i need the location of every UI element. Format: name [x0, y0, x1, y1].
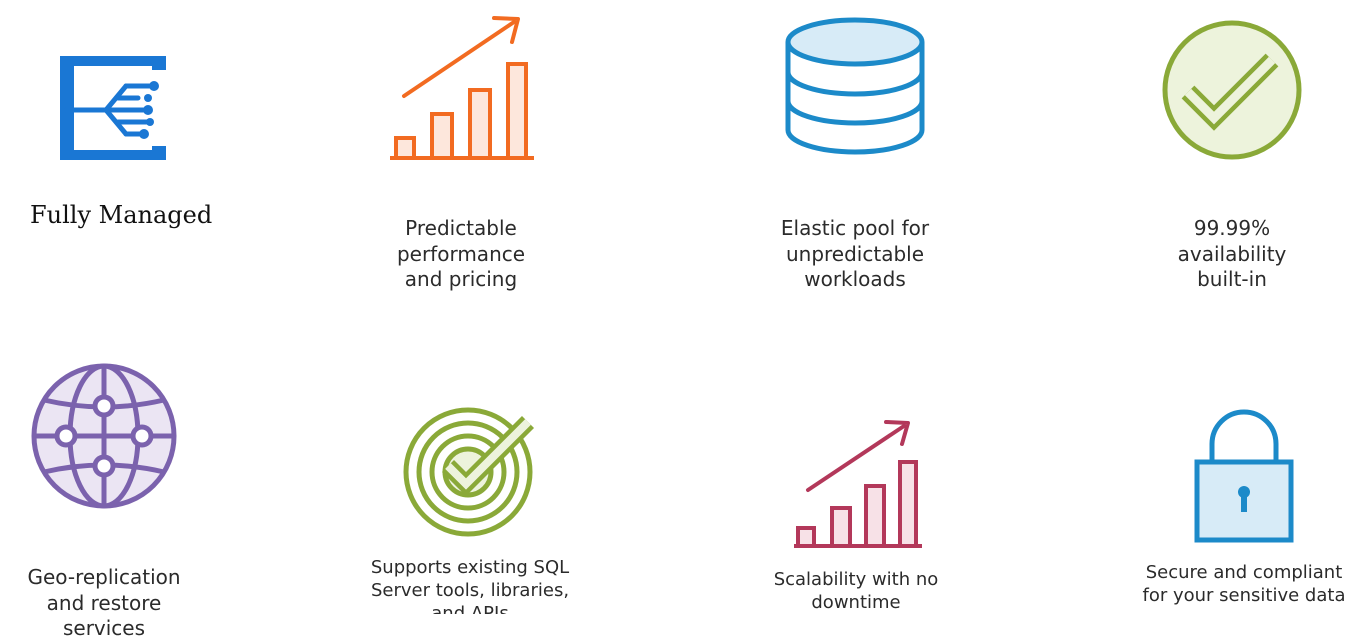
bar-chart-growth-icon — [390, 16, 534, 160]
label-line: Secure and compliant — [1145, 562, 1343, 583]
globe-network-icon — [31, 363, 177, 509]
label-line: built-in — [1197, 267, 1267, 291]
label-line: for your sensitive data — [1142, 585, 1346, 606]
label-line: unpredictable — [785, 241, 925, 266]
feature-label: Predictable performance and pricing — [361, 216, 561, 293]
feature-label: 99.99% availability built-in — [1132, 216, 1332, 293]
feature-label: Scalability with no downtime — [746, 568, 966, 614]
feature-label: Elastic pool for unpredictable workloads — [745, 216, 965, 293]
target-checkmark-icon — [403, 407, 535, 537]
label-line: Predictable — [405, 216, 517, 240]
label-line: workloads — [804, 267, 906, 291]
label-line: and pricing — [404, 267, 518, 291]
label-line: Elastic pool for — [780, 216, 930, 240]
label-line: Fully Managed — [30, 201, 213, 229]
database-icon — [785, 17, 925, 155]
feature-label: Secure and compliant for your sensitive … — [1126, 561, 1362, 607]
label-line: downtime — [811, 592, 901, 613]
feature-label: Supports existing SQL Server tools, libr… — [350, 556, 590, 614]
label-line: services — [62, 616, 146, 640]
checkmark-circle-icon — [1162, 20, 1302, 160]
managed-service-icon — [60, 56, 166, 160]
label-line: Supports existing SQL — [370, 557, 570, 578]
feature-label: Fully Managed — [30, 201, 213, 229]
bar-chart-growth-icon — [794, 420, 922, 548]
label-line: Geo-replication — [27, 565, 181, 589]
label-line: performance — [396, 241, 526, 266]
feature-label: Geo-replication and restore services — [4, 565, 204, 640]
label-line: and restore — [46, 590, 162, 615]
padlock-icon — [1194, 409, 1294, 543]
label-line: availability — [1177, 241, 1287, 266]
label-line: and APIs — [431, 603, 509, 614]
label-line: Server tools, libraries, — [370, 580, 570, 601]
label-line: Scalability with no — [773, 569, 939, 590]
label-line: 99.99% — [1193, 216, 1271, 240]
